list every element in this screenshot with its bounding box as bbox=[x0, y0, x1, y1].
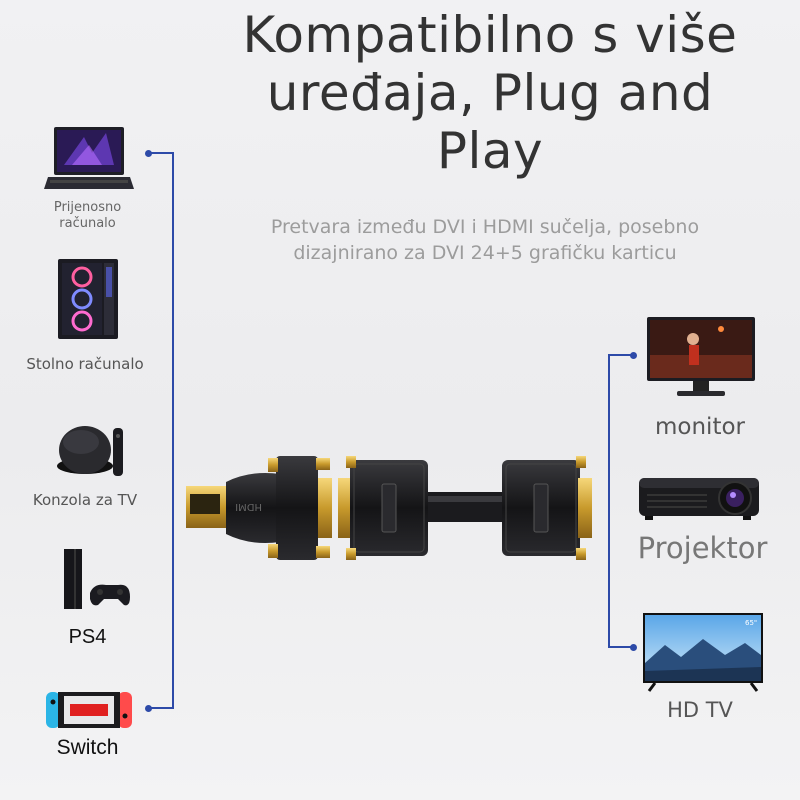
hd-tv-label: HD TV bbox=[667, 698, 733, 722]
right-connector-dot-top bbox=[630, 352, 637, 359]
right-connector-tick-top bbox=[608, 354, 632, 356]
desktop-pc-icon bbox=[56, 257, 120, 341]
tv-screen-badge: 65" bbox=[745, 619, 757, 627]
laptop-label: Prijenosno računalo bbox=[53, 200, 122, 231]
laptop-icon bbox=[44, 125, 134, 193]
hd-tv-icon: 65" bbox=[641, 611, 765, 693]
title-line-2: uređaja, Plug and bbox=[266, 64, 714, 122]
monitor-label: monitor bbox=[655, 414, 745, 440]
desktop-pc-label: Stolno računalo bbox=[26, 355, 144, 373]
subtitle-line-1: Pretvara između DVI i HDMI sučelja, pose… bbox=[270, 216, 700, 238]
projector-icon bbox=[637, 472, 763, 522]
right-connector-line bbox=[608, 354, 610, 648]
left-connector-tick-top bbox=[150, 152, 174, 154]
subtitle-line-2: dizajnirano za DVI 24+5 grafičku karticu bbox=[293, 242, 677, 264]
adapter-engraving: HDMI bbox=[235, 501, 262, 512]
left-connector-dot-top bbox=[145, 150, 152, 157]
projector-label: Projektor bbox=[637, 531, 768, 565]
page-subtitle: Pretvara između DVI i HDMI sučelja, pose… bbox=[215, 214, 755, 266]
page-title: Kompatibilno s više uređaja, Plug and Pl… bbox=[190, 6, 790, 180]
left-connector-line bbox=[172, 152, 174, 709]
right-connector-tick-bottom bbox=[608, 646, 632, 648]
tv-box-label: Konzola za TV bbox=[32, 491, 138, 509]
title-line-3: Play bbox=[436, 122, 544, 180]
hdmi-to-dvi-adapter-image: HDMI bbox=[180, 448, 600, 568]
title-line-1: Kompatibilno s više bbox=[242, 6, 738, 64]
tv-box-icon bbox=[55, 420, 135, 480]
monitor-icon bbox=[645, 315, 757, 399]
left-connector-tick-bottom bbox=[150, 707, 174, 709]
right-connector-dot-bottom bbox=[630, 644, 637, 651]
ps4-label: PS4 bbox=[68, 626, 107, 648]
left-connector-dot-bottom bbox=[145, 705, 152, 712]
switch-label: Switch bbox=[56, 736, 119, 759]
ps4-console-icon bbox=[60, 547, 132, 613]
nintendo-switch-icon bbox=[44, 690, 134, 730]
